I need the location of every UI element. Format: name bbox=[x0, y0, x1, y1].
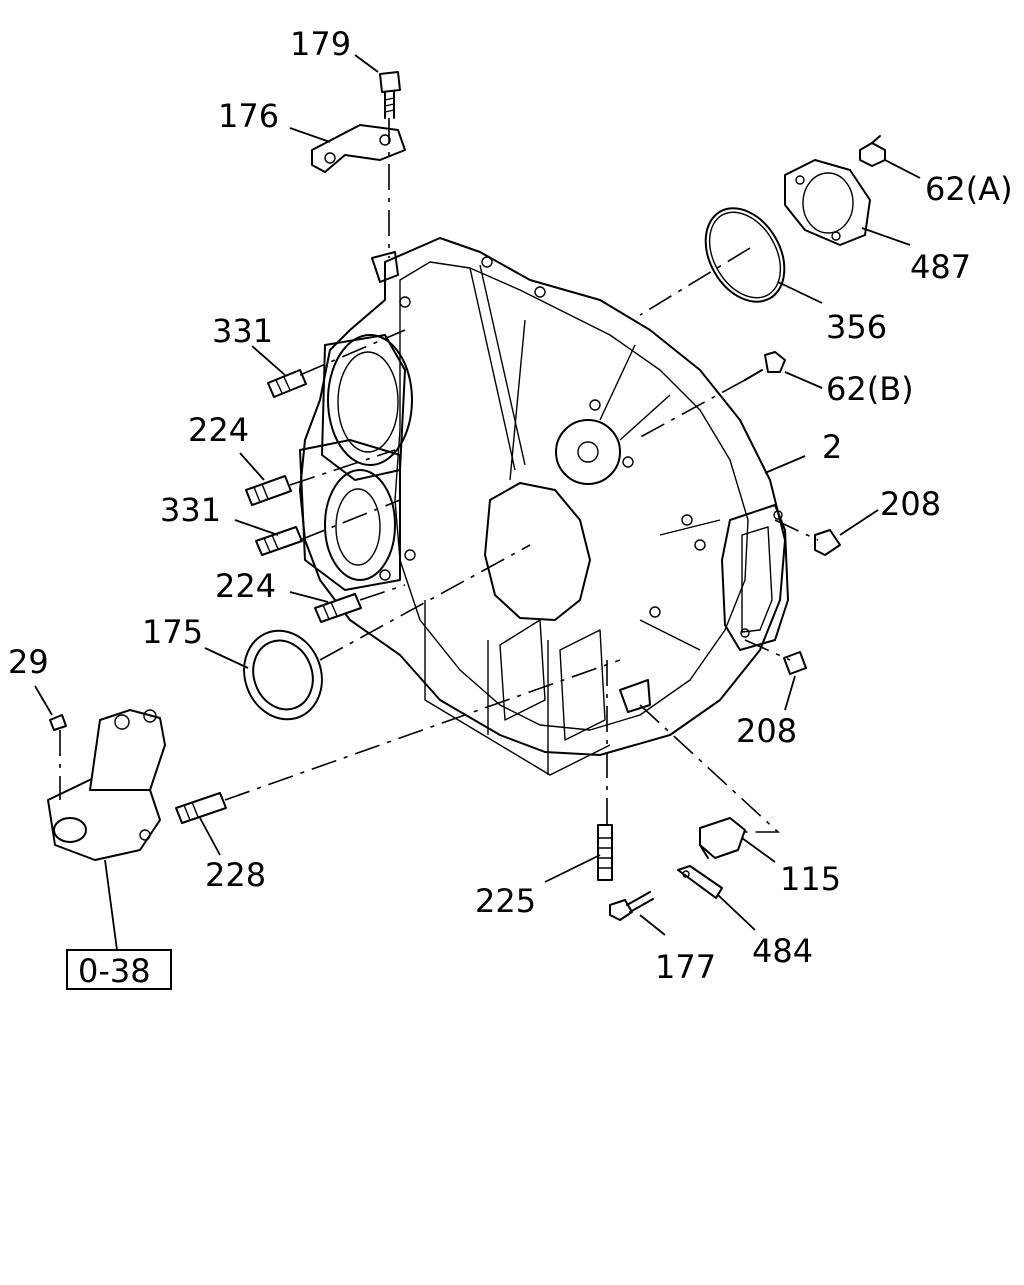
part-208-plug-upper bbox=[814, 529, 841, 556]
callout-labels: 179 176 62(A) 487 356 331 62(B) 224 2 20… bbox=[8, 25, 1013, 990]
part-62b-bolt bbox=[744, 351, 786, 381]
part-175-seal bbox=[243, 629, 323, 721]
oil-pump-assembly bbox=[47, 709, 166, 861]
part-177-bolt bbox=[609, 891, 654, 921]
ref-box bbox=[66, 949, 172, 990]
part-224-pin-lower bbox=[314, 593, 362, 623]
label-176: 176 bbox=[218, 97, 279, 135]
label-228: 228 bbox=[205, 856, 266, 894]
part-179-bolt bbox=[379, 71, 401, 119]
label-208-lower: 208 bbox=[736, 712, 797, 750]
label-29: 29 bbox=[8, 643, 49, 681]
part-484-plate bbox=[677, 865, 723, 899]
part-331-pin-upper bbox=[267, 369, 307, 398]
label-331-lower: 331 bbox=[160, 491, 221, 529]
label-115: 115 bbox=[780, 860, 841, 898]
label-177: 177 bbox=[655, 948, 716, 986]
part-208-plug-lower bbox=[783, 651, 807, 675]
label-2: 2 bbox=[822, 428, 842, 466]
label-208-upper: 208 bbox=[880, 485, 941, 523]
part-225-pin bbox=[597, 824, 613, 881]
label-ref-0-38: 0-38 bbox=[78, 952, 151, 990]
label-179: 179 bbox=[290, 25, 351, 63]
label-62b: 62(B) bbox=[826, 370, 914, 408]
part-228-pin bbox=[175, 792, 227, 824]
label-224-lower: 224 bbox=[215, 567, 276, 605]
label-356: 356 bbox=[826, 308, 887, 346]
part-356-oring bbox=[704, 207, 786, 303]
label-225: 225 bbox=[475, 882, 536, 920]
part-224-pin-upper bbox=[245, 475, 292, 506]
part-487-cover bbox=[784, 159, 871, 246]
label-487: 487 bbox=[910, 248, 971, 286]
label-224-upper: 224 bbox=[188, 411, 249, 449]
label-175: 175 bbox=[142, 613, 203, 651]
part-62a-bolt bbox=[859, 135, 886, 167]
part-176-bracket bbox=[311, 124, 406, 173]
part-331-pin-lower bbox=[255, 526, 303, 556]
leader-lines bbox=[34, 54, 921, 951]
center-lines bbox=[59, 118, 819, 833]
label-331-upper: 331 bbox=[212, 312, 273, 350]
part-29-key bbox=[49, 714, 67, 731]
label-62a: 62(A) bbox=[925, 170, 1013, 208]
label-484: 484 bbox=[752, 932, 813, 970]
part-115-sensor bbox=[699, 817, 746, 859]
flywheel-housing bbox=[299, 237, 789, 776]
